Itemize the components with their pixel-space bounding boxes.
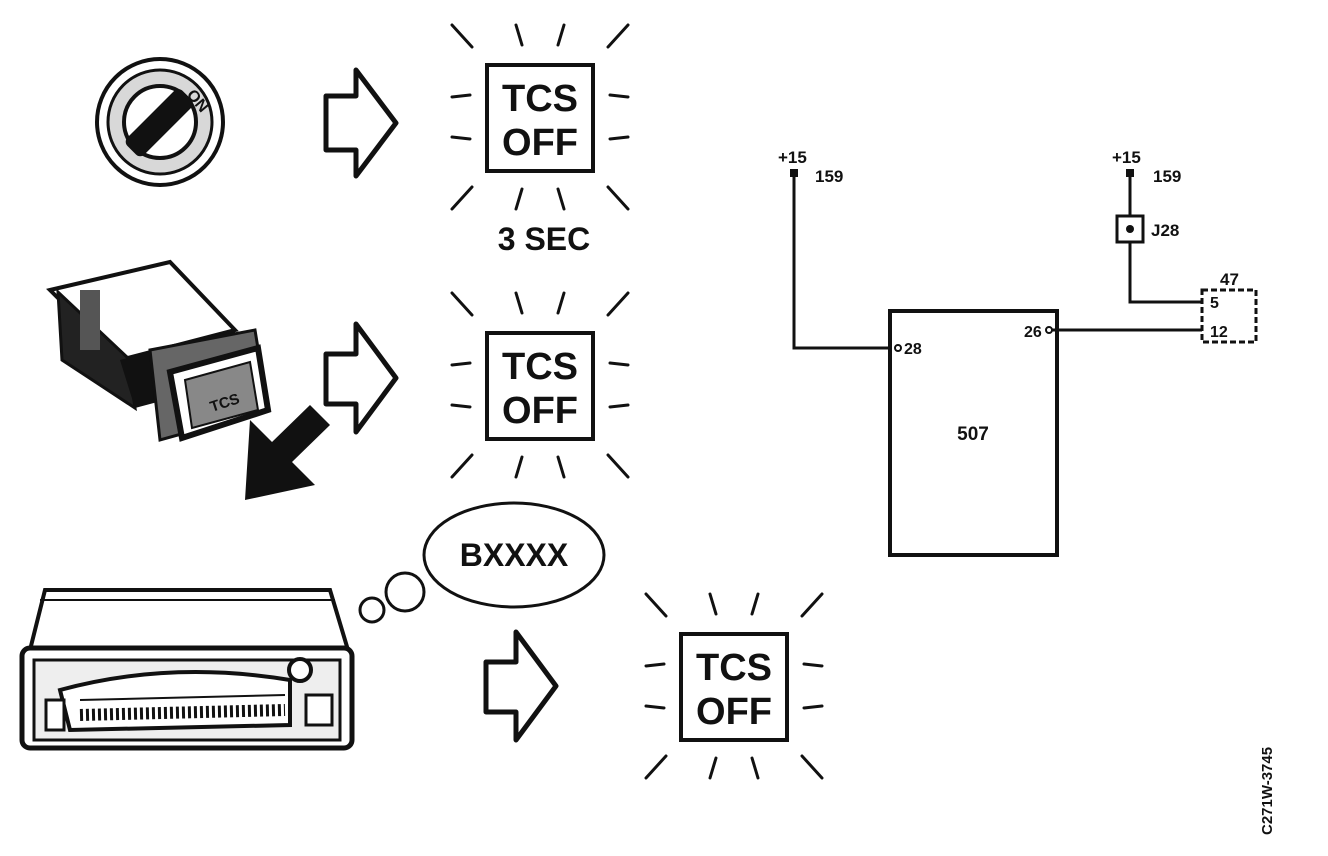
tcs-button-switch-icon: TCS	[46, 259, 272, 442]
supply-voltage-label: +15	[1112, 148, 1141, 167]
wire-number-label: 159	[1153, 167, 1181, 186]
circuit-schematic	[790, 169, 1258, 557]
tcs-off-lamp: TCS OFF	[450, 23, 630, 211]
lamp-text-line2: OFF	[696, 691, 772, 733]
connector-pin-label: 12	[1210, 324, 1228, 341]
trouble-code-text: BXXXX	[460, 537, 569, 573]
tcs-off-lamp: TCS OFF	[644, 592, 824, 780]
connector-pin-label: 5	[1210, 295, 1219, 312]
arrow-right-icon	[323, 321, 399, 435]
lamp-text-line1: TCS	[502, 78, 578, 120]
connector-id-label: 47	[1220, 270, 1239, 289]
module-id-label: 507	[957, 424, 989, 445]
press-arrow-icon	[245, 405, 330, 500]
duration-label: 3 SEC	[498, 221, 590, 257]
lamp-text-line2: OFF	[502, 390, 578, 432]
module-pin-label: 28	[904, 341, 922, 358]
figure-id-label: C271W-3745	[1259, 747, 1276, 835]
lamp-text-line1: TCS	[696, 647, 772, 689]
module-pin-label: 26	[1024, 324, 1042, 341]
ignition-switch-icon: ON	[95, 57, 225, 187]
supply-voltage-label: +15	[778, 148, 807, 167]
arrow-right-icon	[483, 629, 559, 743]
arrow-right-icon	[323, 67, 399, 179]
junction-label: J28	[1151, 221, 1179, 240]
lamp-text-line2: OFF	[502, 122, 578, 164]
thought-bubble: BXXXX	[358, 501, 606, 624]
lamp-text-line1: TCS	[502, 346, 578, 388]
tcs-off-lamp: TCS OFF	[450, 291, 630, 479]
control-module-icon	[19, 588, 355, 751]
wire-number-label: 159	[815, 167, 843, 186]
